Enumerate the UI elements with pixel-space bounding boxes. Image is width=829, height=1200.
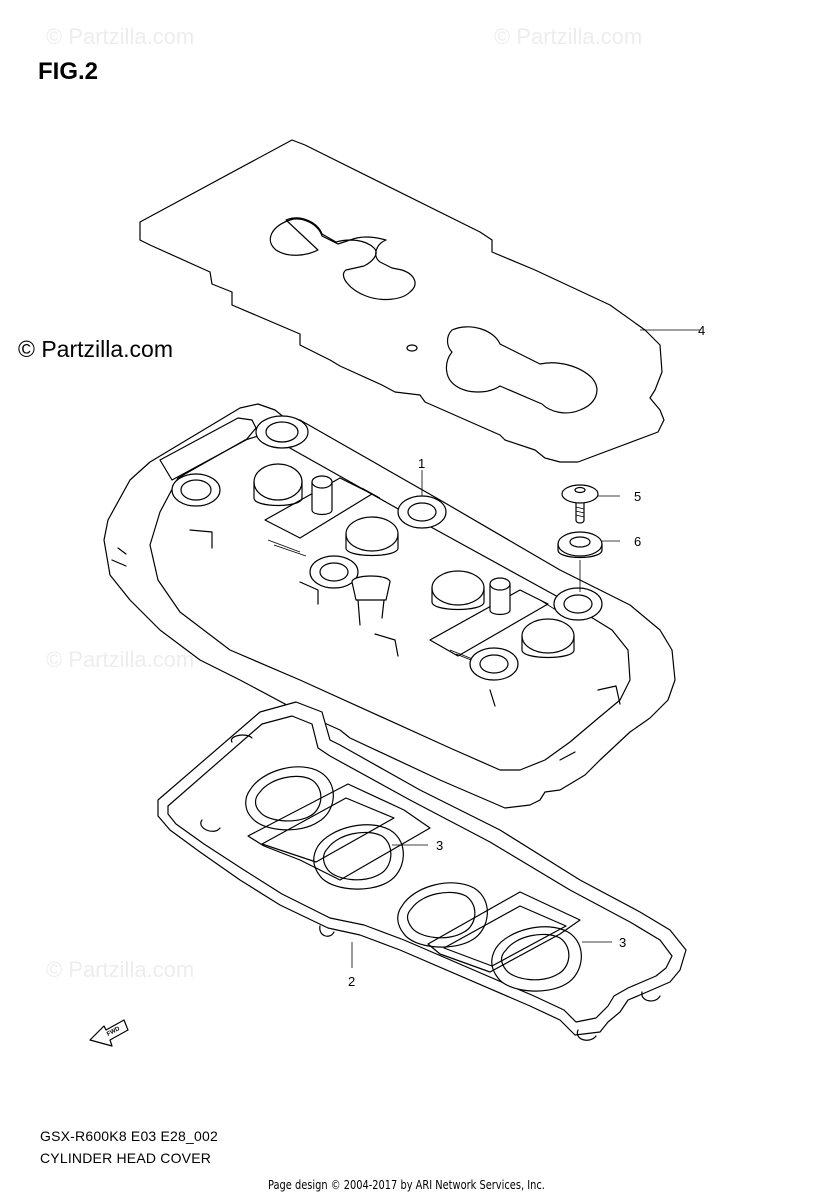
callout-4: 4 bbox=[698, 323, 705, 338]
watermark: © Partzilla.com bbox=[46, 957, 195, 982]
copyright-watermark: © Partzilla.com bbox=[18, 336, 173, 362]
page-footer: Page design © 2004-2017 by ARI Network S… bbox=[268, 1178, 545, 1192]
washer-part-6 bbox=[557, 531, 620, 592]
gasket-plate-part-4 bbox=[139, 139, 700, 463]
callout-2: 2 bbox=[348, 974, 355, 989]
figure-title: FIG.2 bbox=[38, 58, 99, 85]
model-code: GSX-R600K8 E03 E28_002 bbox=[40, 1128, 218, 1144]
callout-5: 5 bbox=[634, 489, 641, 504]
callout-3b: 3 bbox=[619, 935, 626, 950]
diagram-caption: CYLINDER HEAD COVER bbox=[40, 1150, 212, 1166]
callout-6: 6 bbox=[634, 534, 641, 549]
watermark: © Partzilla.com bbox=[46, 647, 195, 672]
callout-3a: 3 bbox=[436, 838, 443, 853]
fwd-arrow-icon: FWD bbox=[89, 1019, 129, 1047]
watermark: © Partzilla.com bbox=[494, 24, 643, 49]
watermark: © Partzilla.com bbox=[46, 24, 195, 49]
gasket-part-2 bbox=[157, 701, 687, 1041]
plug-seal-rings-part-3 bbox=[245, 766, 582, 992]
cylinder-head-cover-part-1 bbox=[103, 403, 676, 809]
callout-1: 1 bbox=[418, 456, 425, 471]
bolt-part-5 bbox=[561, 484, 620, 524]
